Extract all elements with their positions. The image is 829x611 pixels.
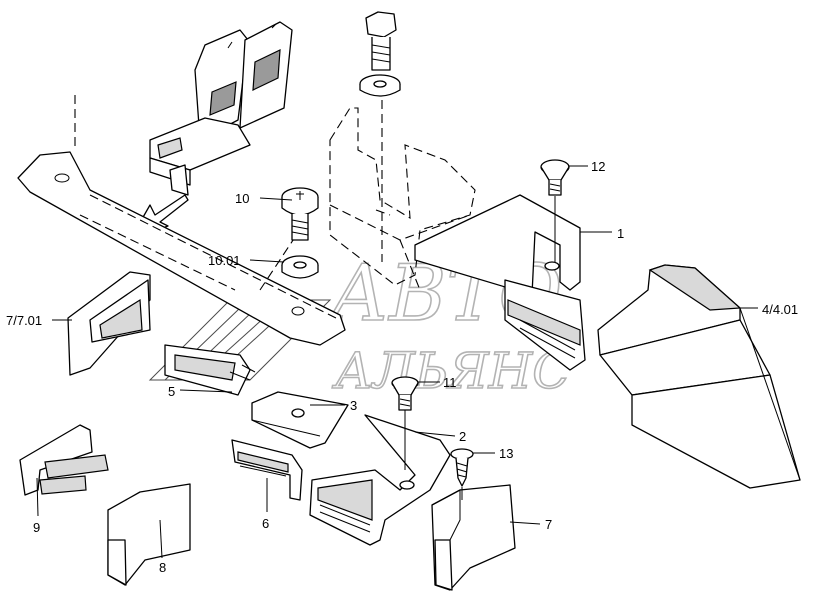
base-rail-assembly xyxy=(17,95,421,346)
part-13-wood-screw xyxy=(450,448,474,487)
hex-bolt-washer xyxy=(359,74,401,97)
callout-2: 2 xyxy=(459,429,466,444)
callout-8: 8 xyxy=(159,560,166,575)
watermark-line2: АЛЬЯНС xyxy=(332,342,571,400)
callout-5: 5 xyxy=(168,384,175,399)
seat-illustration xyxy=(149,21,293,196)
callout-10-01: 10.01 xyxy=(208,253,241,268)
hex-bolt xyxy=(365,11,397,71)
part-12-countersunk-screw xyxy=(540,159,570,196)
part-7-end-cap xyxy=(431,484,516,591)
callout-7: 7 xyxy=(545,517,552,532)
callout-11: 11 xyxy=(443,375,457,390)
leader-lines xyxy=(36,165,758,559)
part-6-profile-strip xyxy=(231,439,303,501)
callout-13: 13 xyxy=(499,446,513,461)
housing-outline xyxy=(329,107,476,286)
callout-3: 3 xyxy=(350,398,357,413)
part-5-connector xyxy=(164,344,256,396)
callout-labels: 10 10.01 12 1 4/4.01 7/7.01 5 3 11 2 13 … xyxy=(6,159,798,575)
callout-1: 1 xyxy=(617,226,624,241)
part-3-slider-block xyxy=(251,391,349,449)
callout-9: 9 xyxy=(33,520,40,535)
part-1-slide-rail xyxy=(414,194,586,371)
part-10-torx-bolt xyxy=(281,187,319,241)
part-11-screw xyxy=(391,376,419,411)
callout-10: 10 xyxy=(235,191,249,206)
part-2-lower-rail xyxy=(309,414,451,546)
callout-12: 12 xyxy=(591,159,605,174)
part-8-end-cap xyxy=(107,483,191,586)
callout-6: 6 xyxy=(262,516,269,531)
part-4-side-cover xyxy=(597,264,801,489)
part-9-clip xyxy=(19,424,109,496)
callout-4-4-01: 4/4.01 xyxy=(762,302,798,317)
part-7-7-01-end-cap xyxy=(67,271,151,376)
callout-7-7-01: 7/7.01 xyxy=(6,313,42,328)
part-10-01-washer xyxy=(281,255,319,279)
